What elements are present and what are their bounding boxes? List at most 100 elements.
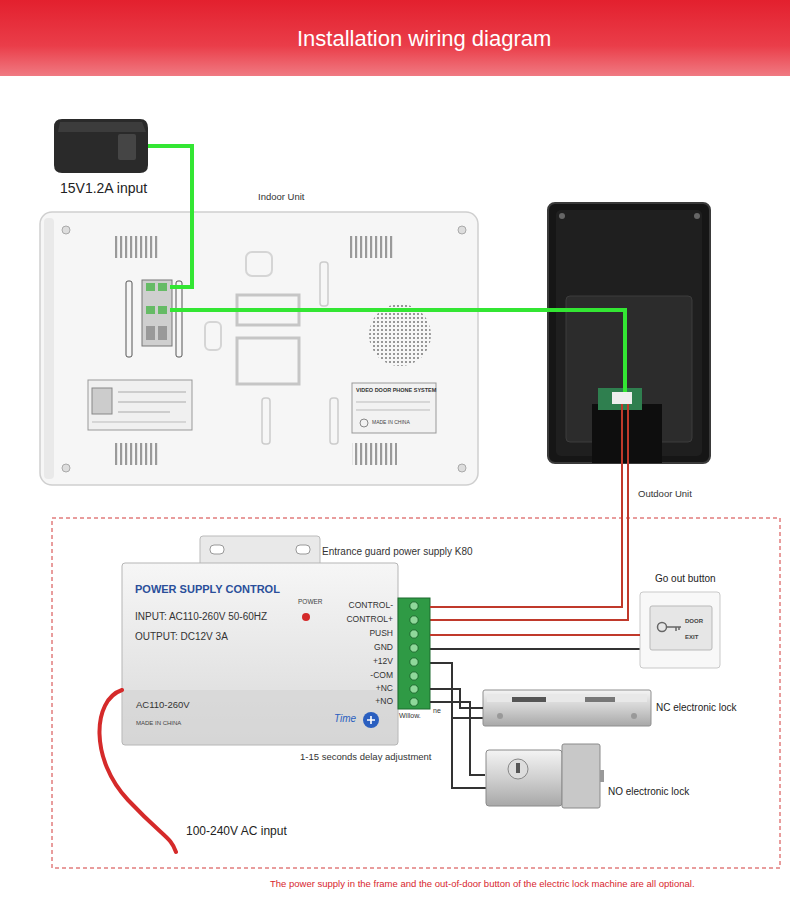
pin-name: GND: [374, 643, 393, 653]
terminal-pin: [146, 326, 155, 340]
wire-note: Willow.: [399, 712, 421, 720]
button-text: EXIT: [685, 634, 698, 641]
no-electronic-lock: NO electronic lock: [485, 742, 603, 810]
terminal-screw: [410, 698, 418, 706]
terminal-strip: [398, 598, 430, 709]
screw: [559, 213, 565, 219]
lock-bolt: [600, 770, 604, 782]
pin-name: +NO: [375, 697, 393, 707]
red-wire: [627, 404, 629, 463]
plate-text: MADE IN CHINA: [372, 420, 410, 426]
screw-hole: [458, 226, 466, 234]
mount-slot: [205, 322, 221, 350]
exit-button-drawing: [640, 592, 720, 668]
time-knob: [363, 712, 379, 728]
case-shade: [123, 690, 397, 744]
rating-sticker: [88, 380, 192, 430]
green-wire: [170, 190, 192, 287]
panel-title: POWER SUPPLY CONTROL: [135, 583, 280, 596]
nc-electronic-lock: NC electronic lock: [483, 688, 651, 728]
camera-housing: [548, 203, 710, 463]
panel-spec: OUTPUT: DC12V 3A: [135, 631, 228, 643]
power-adapter: 15V1.2A input: [52, 116, 164, 204]
terminal-screw: [410, 658, 418, 666]
diagram-caption: The power supply in the frame and the ou…: [270, 879, 695, 890]
mount-slot: [330, 398, 338, 444]
wire-note: ne: [433, 707, 441, 715]
terminal-screw: [410, 602, 418, 610]
indoor-unit-drawing: [40, 190, 478, 485]
plate-text: VIDEO DOOR PHONE SYSTEM: [356, 387, 436, 393]
panel-spec: INPUT: AC110-260V 50-60HZ: [135, 611, 267, 623]
side-slot: [126, 281, 132, 357]
optional-frame: [52, 518, 780, 868]
adapter-label: 15V1.2A input: [60, 180, 147, 196]
adapter-cable: [148, 144, 164, 148]
terminal-screw: [410, 644, 418, 652]
terminal-screw: [410, 685, 418, 693]
screw-hole: [458, 464, 466, 472]
nc-lock-drawing: [483, 690, 651, 726]
knob-label: Time: [334, 713, 356, 725]
device-label: NO electronic lock: [608, 786, 689, 798]
device-label: Go out button: [655, 573, 716, 585]
wire-connector: [478, 308, 548, 312]
sticker-line: [118, 412, 170, 413]
device-label: Entrance guard power supply K80: [322, 546, 473, 558]
knob-mark: [367, 716, 375, 724]
sticker-line: [356, 410, 430, 411]
wire-connector: [164, 146, 192, 190]
power-supply-drawing: [99, 536, 430, 852]
outdoor-unit-drawing: [548, 203, 710, 463]
panel-spec: AC110-260V: [136, 700, 190, 711]
circuit-board: [598, 388, 642, 410]
pin-name: PUSH: [369, 629, 393, 639]
button-face: [650, 606, 712, 650]
system-sticker: [352, 383, 436, 433]
speaker-grille: [369, 304, 431, 366]
sticker-line: [118, 392, 186, 393]
red-wire: [621, 404, 623, 463]
indoor-unit: Indoor UnitVIDEO DOOR PHONE SYSTEM MADE I…: [40, 190, 478, 485]
terminal-screw: [410, 672, 418, 680]
plus12v-wire: [430, 663, 483, 718]
extra-wires: [430, 463, 640, 788]
bar-screw: [631, 713, 637, 719]
ac-power-cable: [99, 690, 176, 852]
mount-slot: [246, 252, 272, 276]
pin-name: CONTROL+: [346, 615, 393, 625]
screw: [694, 213, 700, 219]
panel-text: MADE IN CHINA: [136, 720, 181, 727]
keyhole: [516, 763, 520, 773]
lock-plate: [562, 744, 600, 808]
mount-ridge: [237, 338, 299, 384]
screw-hole: [62, 464, 70, 472]
pin-name: -COM: [370, 671, 393, 681]
screw-hole: [62, 226, 70, 234]
terminal-pin: [146, 306, 155, 314]
wire-connector: [430, 634, 640, 636]
green-wire: [170, 308, 478, 312]
button-plate: [640, 592, 720, 668]
mount-slot: [320, 262, 328, 306]
unit-label: Indoor Unit: [258, 192, 304, 203]
terminal-pin: [158, 326, 167, 340]
vent-grille: [115, 236, 160, 258]
adapter-top: [58, 122, 146, 132]
cable-cutout: [592, 404, 662, 463]
connector: [612, 392, 632, 404]
input-label: 100-240V AC input: [186, 825, 287, 839]
outdoor-unit: Outdoor Unit: [548, 203, 710, 463]
led-label: POWER: [298, 598, 323, 605]
gnd-wire: [430, 648, 640, 650]
monitor-back: [40, 212, 478, 485]
no-lock-drawing: [486, 744, 604, 808]
bar-face: [487, 694, 647, 702]
terminal-screw: [410, 616, 418, 624]
exit-button: Go out buttonDOOREXIT: [640, 570, 722, 670]
pin-name: +NC: [376, 684, 393, 694]
green-wire: [548, 310, 625, 392]
wire-connector: [430, 689, 483, 708]
device-label: NC electronic lock: [656, 702, 737, 714]
